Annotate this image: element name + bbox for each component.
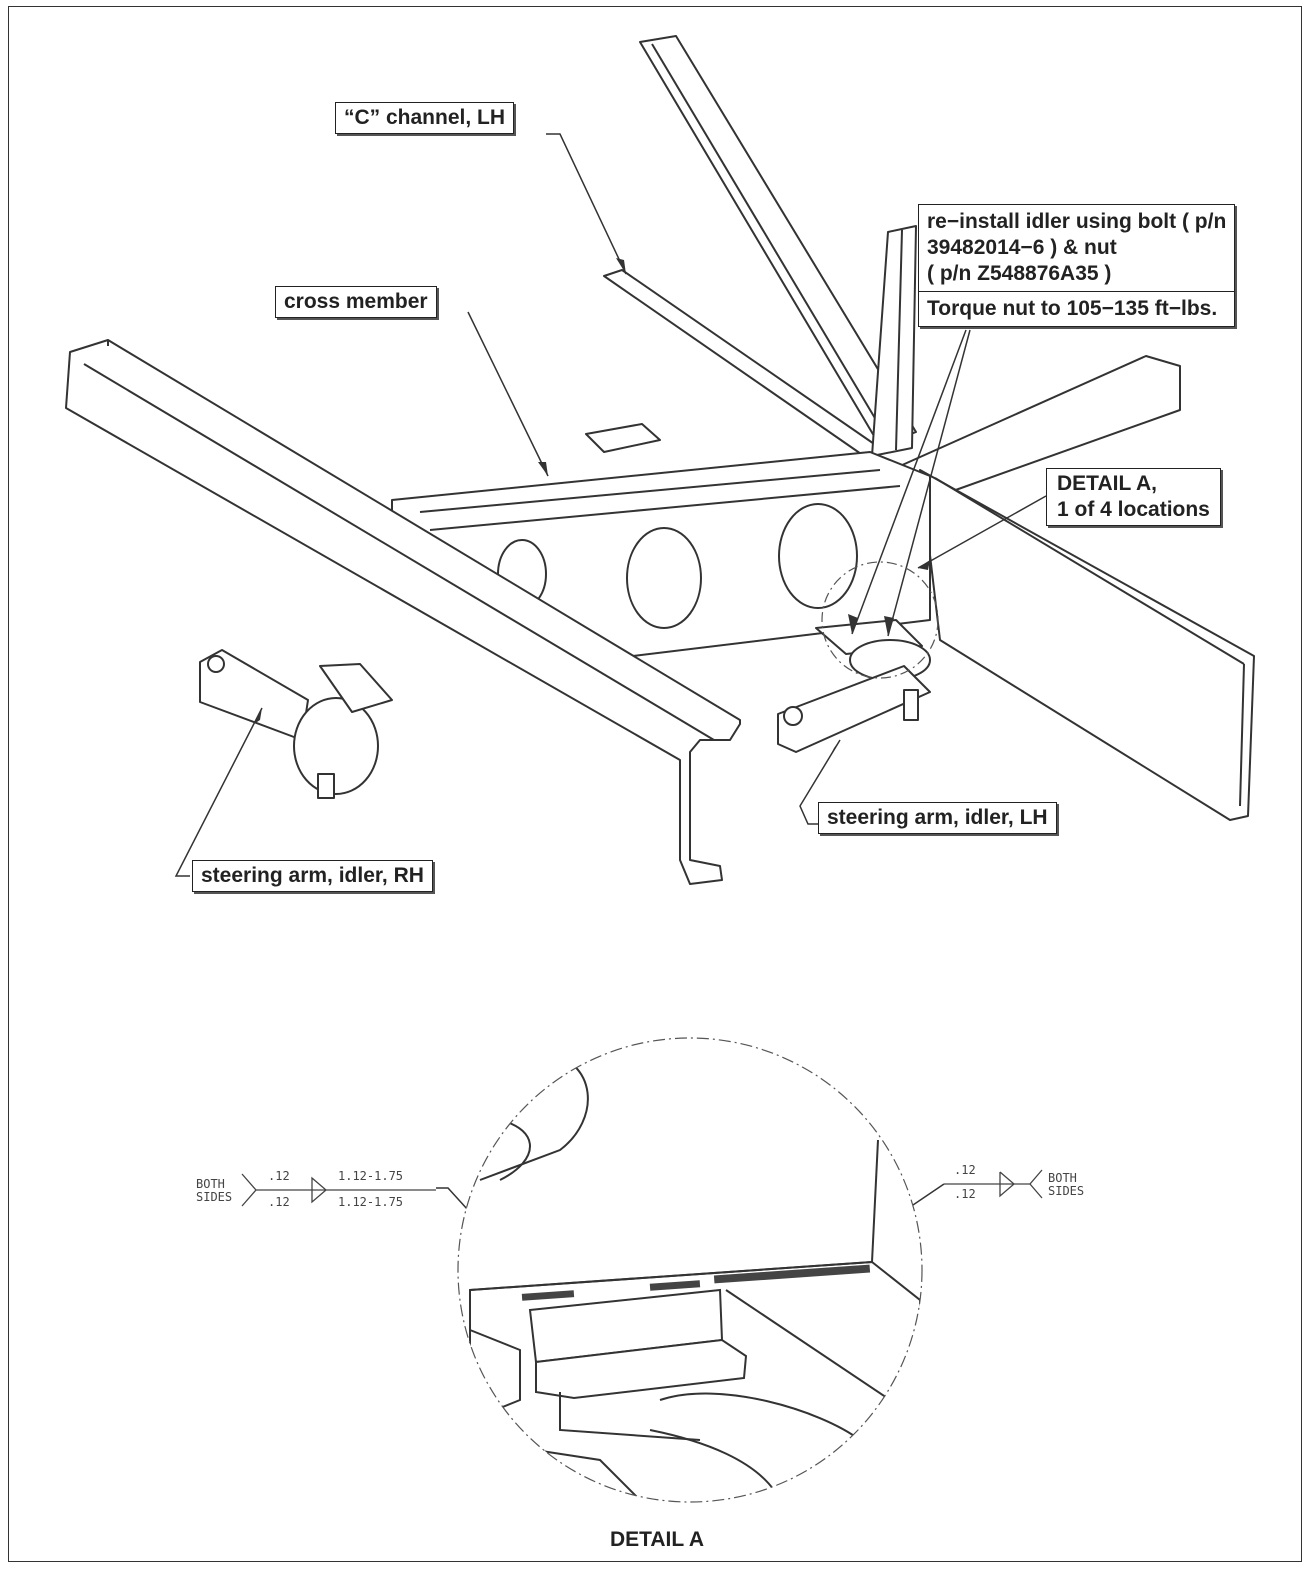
callout-steering-arm-lh: steering arm, idler, LH	[818, 802, 1057, 834]
weld-right-size-top: .12	[954, 1163, 976, 1177]
callout-cross-member-text: cross member	[284, 290, 428, 313]
detail-a-marker	[821, 561, 939, 679]
reinstall-line-3: ( p/n Z548876A35 )	[927, 262, 1112, 285]
weld-left-length-bottom: 1.12-1.75	[338, 1195, 404, 1209]
weld-left-side-2: SIDES	[196, 1190, 233, 1204]
weld-left-size-top: .12	[268, 1169, 290, 1183]
callout-c-channel: “C” channel, LH	[335, 102, 515, 134]
callout-c-channel-text: “C” channel, LH	[344, 106, 506, 129]
steering-arm-lh-text: steering arm, idler, LH	[827, 806, 1048, 829]
detail-a-line-2: 1 of 4 locations	[1057, 498, 1210, 521]
reinstall-line-1: re−install idler using bolt ( p/n	[927, 210, 1227, 233]
weld-left-side-1: BOTH	[196, 1177, 225, 1191]
idler-rh	[199, 649, 393, 799]
idler-lh	[777, 619, 931, 753]
diagonal-member	[603, 35, 917, 457]
right-channel	[899, 355, 1255, 821]
detail-a-title: DETAIL A	[609, 1528, 705, 1551]
weld-right-side-2: SIDES	[1048, 1184, 1085, 1198]
drawing-border	[8, 6, 1302, 1562]
weld-left-side-note: BOTH SIDES	[196, 1178, 232, 1204]
leader-arrowheads	[254, 258, 930, 756]
steering-arm-rh-text: steering arm, idler, RH	[201, 864, 424, 887]
torque-line: Torque nut to 105−135 ft−lbs.	[919, 291, 1235, 322]
weld-left-length-top: 1.12-1.75	[338, 1169, 404, 1183]
weld-beads	[521, 1264, 871, 1301]
callout-detail-a: DETAIL A, 1 of 4 locations	[1046, 468, 1221, 526]
detail-a-view	[458, 1038, 922, 1502]
weld-left-size-bottom: .12	[268, 1195, 290, 1209]
vertical-post	[871, 225, 917, 457]
callout-cross-member: cross member	[275, 286, 437, 318]
reinstall-line-2: 39482014−6 ) & nut	[927, 236, 1117, 259]
weld-right-side-note: BOTH SIDES	[1048, 1172, 1084, 1198]
weld-symbol-right	[944, 1169, 1043, 1199]
callout-reinstall-idler: re−install idler using bolt ( p/n 394820…	[918, 204, 1236, 327]
callout-steering-arm-rh: steering arm, idler, RH	[192, 860, 433, 892]
weld-right-size-bottom: .12	[954, 1187, 976, 1201]
weld-right-side-1: BOTH	[1048, 1171, 1077, 1185]
left-long-channel	[65, 339, 741, 885]
detail-a-circle	[457, 1037, 923, 1503]
weld-symbol-left	[241, 1173, 436, 1207]
detail-a-line-1: DETAIL A,	[1057, 472, 1157, 495]
